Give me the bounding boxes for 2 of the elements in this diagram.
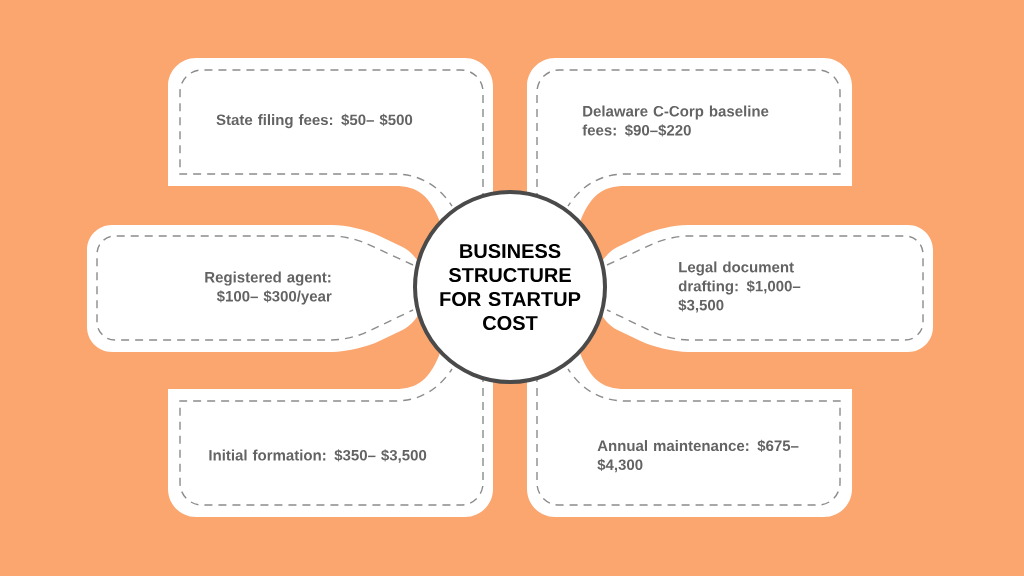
info-card: Legal document drafting: $1,000– $3,500 (595, 225, 933, 352)
info-card: Registered agent: $100– $300/year (87, 225, 425, 352)
